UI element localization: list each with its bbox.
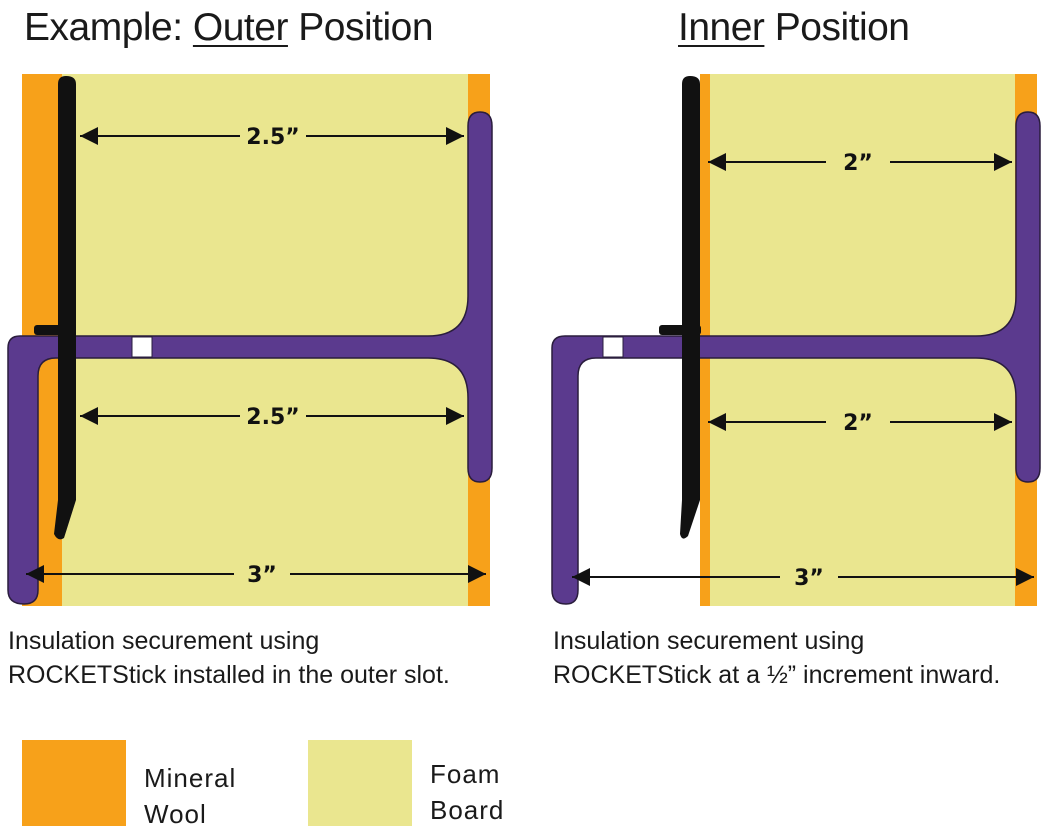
insulation-clip bbox=[7, 111, 493, 605]
dimension-label-mid: 2” bbox=[843, 411, 873, 436]
dimension-label-top: 2.5” bbox=[246, 125, 299, 150]
dimension-label-top: 2” bbox=[843, 151, 873, 176]
caption-line: Insulation securement using bbox=[8, 627, 320, 655]
mineral-wool-swatch bbox=[22, 740, 126, 826]
rocketstick-head bbox=[659, 325, 701, 335]
rocketstick bbox=[680, 76, 700, 539]
inner-position-diagram: 2” 2” 3” bbox=[551, 74, 1041, 606]
clip-slot-outer bbox=[602, 336, 624, 358]
foam-board-swatch bbox=[308, 740, 412, 826]
dimension-label-mid: 2.5” bbox=[246, 405, 299, 430]
title-prefix: Example: bbox=[24, 6, 193, 49]
title-suffix: Position bbox=[764, 6, 910, 49]
title-underlined: Outer bbox=[192, 6, 289, 49]
title-suffix: Position bbox=[287, 6, 434, 49]
inner-position-caption: Insulation securement using ROCKETStick … bbox=[553, 624, 1000, 692]
dimension-label-bottom: 3” bbox=[247, 563, 277, 588]
rocketstick bbox=[54, 76, 76, 540]
caption-line: Insulation securement using bbox=[553, 627, 865, 655]
mineral-wool-legend-label: Mineral Wool bbox=[144, 763, 237, 829]
outer-position-diagram: 2.5” 2.5” 3” bbox=[7, 74, 493, 606]
outer-position-caption: Insulation securement using ROCKETStick … bbox=[8, 624, 450, 692]
caption-line: ROCKETStick installed in the outer slot. bbox=[8, 661, 450, 689]
foam-board-legend-label: Foam Board bbox=[430, 759, 505, 825]
outer-position-title: Example: Outer Position bbox=[24, 6, 434, 50]
dimension-label-bottom: 3” bbox=[794, 566, 824, 591]
caption-line: ROCKETStick at a ½” increment inward. bbox=[553, 661, 1001, 689]
rocketstick-head bbox=[34, 325, 76, 335]
title-underlined: Inner bbox=[678, 6, 765, 49]
inner-position-title: Inner Position bbox=[678, 6, 910, 50]
insulation-clip bbox=[551, 111, 1041, 605]
clip-slot-outer bbox=[131, 336, 153, 358]
